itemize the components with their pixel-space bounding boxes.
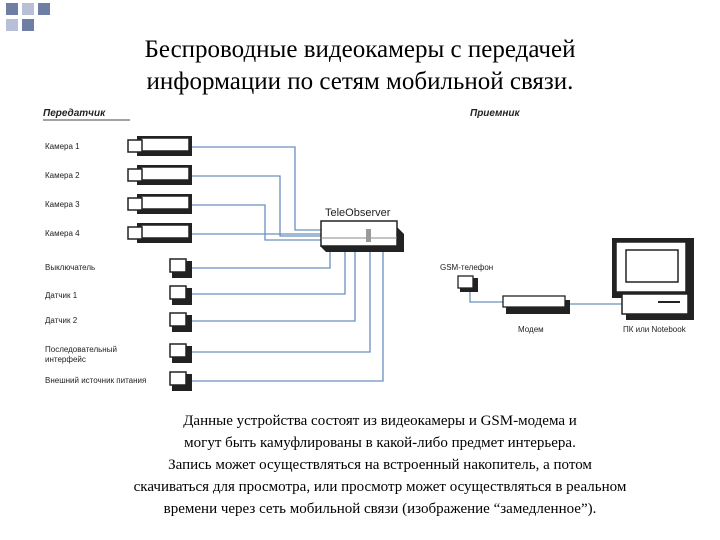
teleobserver-unit — [320, 220, 404, 252]
line-power — [190, 250, 384, 382]
camera-3 — [127, 194, 192, 214]
switch-device — [169, 258, 192, 278]
power-supply-device — [169, 371, 192, 391]
system-diagram: Передатчик Приемник Камера 1 Камера 2 Ка… — [43, 108, 694, 391]
sensor-2-device — [169, 312, 192, 332]
pc-label: ПК или Notebook — [623, 325, 687, 334]
camera-4 — [127, 223, 192, 243]
corner-square-2 — [22, 3, 34, 15]
teleobserver-indicator — [366, 229, 371, 242]
line-camera-3 — [190, 204, 322, 241]
corner-square-4 — [6, 19, 18, 31]
receiver-header: Приемник — [470, 108, 521, 119]
pc-screen — [625, 249, 679, 283]
slide-title: Беспроводные видеокамеры с передачей инф… — [60, 34, 660, 98]
label-camera-1: Камера 1 — [45, 142, 80, 151]
label-power-supply: Внешний источник питания — [45, 376, 146, 385]
modem — [502, 295, 570, 314]
line-sensor-1 — [190, 250, 346, 295]
line-phone-modem — [469, 290, 505, 303]
caption-line-3: Запись может осуществляться на встроенны… — [168, 457, 592, 473]
input-devices — [169, 258, 192, 391]
caption: Данные устройства состоят из видеокамеры… — [40, 410, 720, 520]
label-camera-4: Камера 4 — [45, 229, 80, 238]
line-switch — [190, 250, 331, 269]
corner-square-5 — [22, 19, 34, 31]
connection-lines — [190, 146, 625, 382]
caption-line-2: могут быть камуфлированы в какой-либо пр… — [184, 435, 576, 451]
label-sensor-1: Датчик 1 — [45, 291, 78, 300]
title-line-2: информации по сетям мобильной связи. — [146, 68, 574, 95]
camera-2 — [127, 165, 192, 185]
label-serial-line-2: интерфейс — [45, 355, 86, 364]
line-sensor-2 — [190, 250, 356, 322]
line-camera-2 — [190, 175, 322, 237]
caption-line-5: времени через сеть мобильной связи (изоб… — [163, 501, 597, 517]
serial-interface-device — [169, 343, 192, 363]
label-camera-2: Камера 2 — [45, 171, 80, 180]
sensor-1-device — [169, 285, 192, 305]
label-serial-line-1: Последовательный — [45, 345, 117, 354]
modem-label: Модем — [518, 325, 544, 334]
cameras — [127, 136, 192, 243]
title-line-1: Беспроводные видеокамеры с передачей — [144, 36, 576, 63]
caption-line-1: Данные устройства состоят из видеокамеры… — [183, 413, 577, 429]
line-serial — [190, 250, 371, 353]
transmitter-header: Передатчик — [43, 108, 106, 119]
pc — [612, 238, 694, 320]
gsm-phone-label: GSM-телефон — [440, 263, 493, 272]
corner-square-3 — [38, 3, 50, 15]
teleobserver-label: TeleObserver — [325, 207, 391, 219]
corner-square-1 — [6, 3, 18, 15]
label-camera-3: Камера 3 — [45, 200, 80, 209]
label-sensor-2: Датчик 2 — [45, 316, 78, 325]
gsm-phone — [457, 275, 478, 292]
line-camera-1 — [190, 146, 322, 231]
caption-line-4: скачиваться для просмотра, или просмотр … — [133, 479, 627, 495]
corner-decoration — [6, 3, 50, 31]
camera-1 — [127, 136, 192, 156]
label-switch: Выключатель — [45, 263, 95, 272]
